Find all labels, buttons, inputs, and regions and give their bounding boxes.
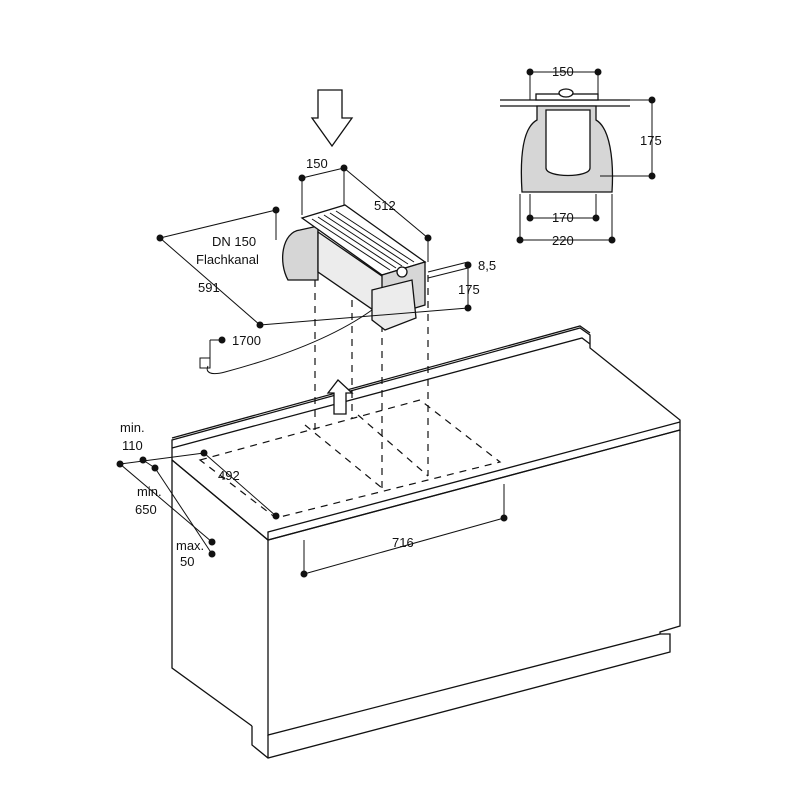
label-175-side: 175 <box>458 282 480 297</box>
label-cutout-width: 716 <box>392 535 414 550</box>
down-arrow-icon <box>310 89 354 148</box>
label-min-1: min. <box>120 420 145 435</box>
detail-knob <box>558 88 574 98</box>
dimension-labels: 150 512 DN 150 Flachkanal 591 8,5 175 17… <box>120 64 662 569</box>
label-detail-height: 175 <box>640 133 662 148</box>
cutout-outline <box>198 399 502 519</box>
control-knob <box>396 266 408 278</box>
label-detail-inner: 170 <box>552 210 574 225</box>
label-min-2: min. <box>137 484 162 499</box>
label-8-5: 8,5 <box>478 258 496 273</box>
label-detail-top: 150 <box>552 64 574 79</box>
label-detail-outer: 220 <box>552 233 574 248</box>
label-cable: 1700 <box>232 333 261 348</box>
dimension-lines <box>116 164 508 578</box>
cabinet <box>171 325 681 759</box>
label-cutout: 492 <box>218 468 240 483</box>
label-duct-type: Flachkanal <box>196 252 259 267</box>
label-fan-length: 512 <box>374 198 396 213</box>
duct-elbow <box>282 225 319 281</box>
projection-lines <box>314 275 429 488</box>
plug <box>199 357 211 369</box>
label-max-value: 50 <box>180 554 194 569</box>
label-fan-width: 150 <box>306 156 328 171</box>
extractor-unit <box>199 204 427 375</box>
countertop-top <box>171 327 681 541</box>
flow-arrow-icon <box>326 379 354 415</box>
label-min-value-1: 110 <box>122 438 143 453</box>
label-max: max. <box>176 538 204 553</box>
label-min-value-2: 650 <box>135 502 157 517</box>
label-591: 591 <box>198 280 220 295</box>
detail-section <box>500 68 656 244</box>
label-duct: DN 150 <box>212 234 256 249</box>
power-cable <box>206 309 373 375</box>
